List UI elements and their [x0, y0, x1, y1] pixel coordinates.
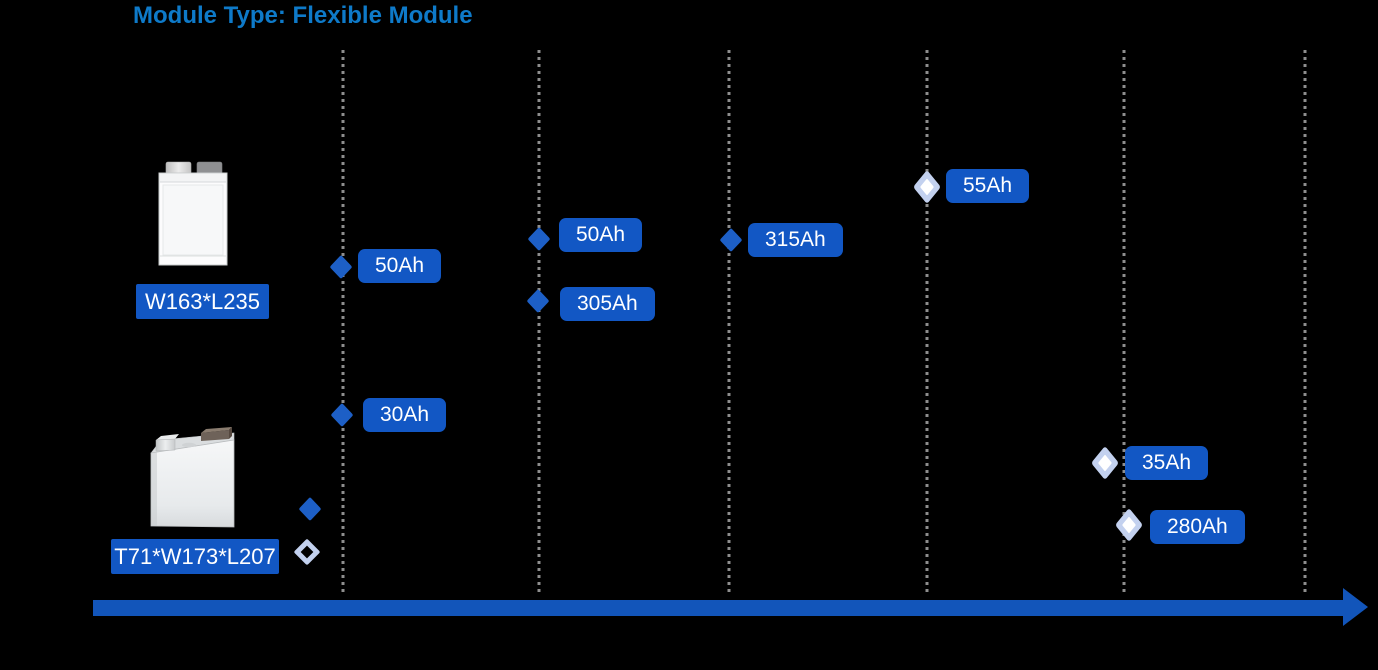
timeline-gridline	[727, 50, 731, 593]
capacity-badge: 55Ah	[946, 169, 1030, 203]
legend-hollow-diamond-icon	[293, 538, 321, 566]
timeline-gridline	[1303, 50, 1307, 593]
capacity-badge: 50Ah	[559, 218, 643, 252]
diamond-inner	[1098, 454, 1112, 472]
timeline-gridline	[341, 50, 345, 593]
hollow-diamond-marker	[1115, 508, 1143, 542]
capacity-badge: 305Ah	[560, 287, 655, 321]
hollow-diamond-marker	[1091, 446, 1119, 480]
battery-cell-3d-image	[150, 427, 235, 528]
battery-cell-front-image	[158, 161, 228, 266]
solid-diamond-marker	[526, 288, 550, 314]
solid-diamond-marker	[329, 254, 353, 280]
product-dimension-label: T71*W173*L207	[111, 539, 279, 574]
timeline-arrowhead-icon	[1343, 588, 1368, 626]
hollow-diamond-marker	[913, 170, 941, 204]
capacity-badge: 50Ah	[358, 249, 442, 283]
product-dimension-label: W163*L235	[136, 284, 269, 319]
solid-diamond-marker	[719, 227, 743, 253]
capacity-badge: 280Ah	[1150, 510, 1245, 544]
capacity-badge: 315Ah	[748, 223, 843, 257]
solid-diamond-marker	[330, 402, 354, 428]
diamond-inner	[920, 178, 934, 196]
page-title: Module Type: Flexible Module	[133, 2, 473, 29]
capacity-badge: 35Ah	[1125, 446, 1209, 480]
timeline-arrow-bar	[93, 600, 1343, 616]
timeline-gridline	[925, 50, 929, 593]
diamond-inner	[1122, 516, 1136, 534]
legend-solid-diamond-icon	[298, 496, 322, 522]
timeline-gridline	[1122, 50, 1126, 593]
capacity-badge: 30Ah	[363, 398, 447, 432]
timeline-gridline	[537, 50, 541, 593]
solid-diamond-marker	[527, 226, 551, 252]
